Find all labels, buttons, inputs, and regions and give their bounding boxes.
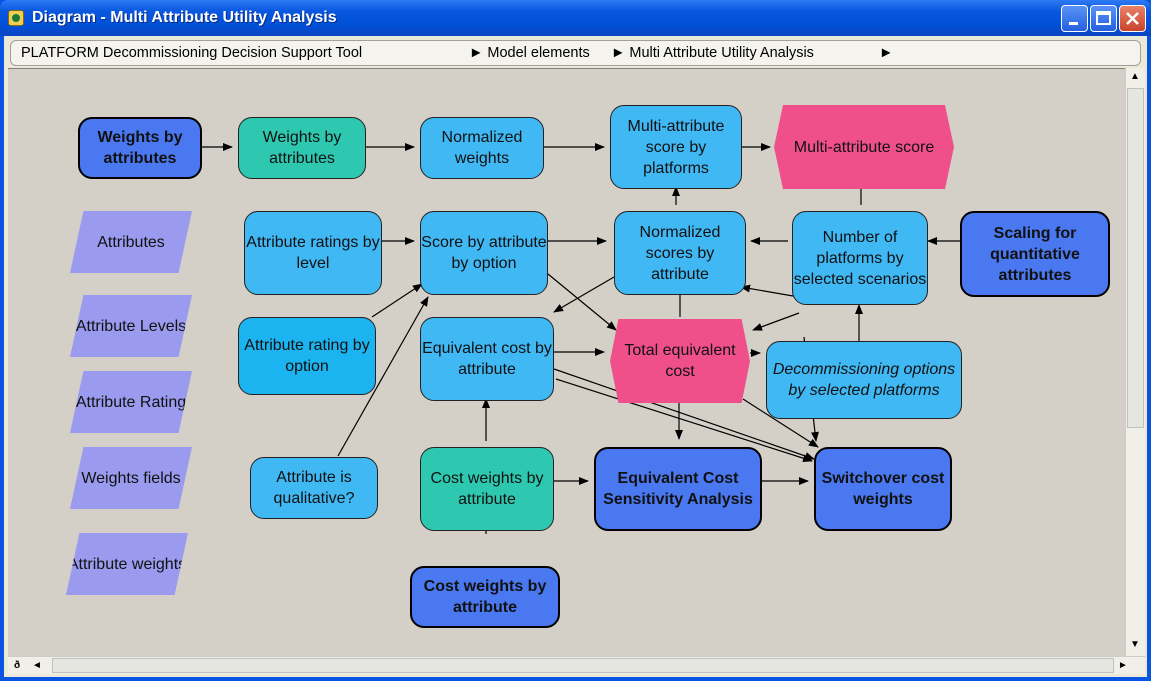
node-equivalent-cost-by-attribute[interactable]: Equivalent cost by attribute: [420, 317, 554, 401]
node-multi-attribute-score-by-platforms[interactable]: Multi-attribute score by platforms: [610, 105, 742, 189]
node-weights-fields[interactable]: Weights fields: [70, 447, 192, 509]
node-number-of-platforms[interactable]: Number of platforms by selected scenario…: [792, 211, 928, 305]
node-attribute-levels[interactable]: Attribute Levels: [70, 295, 192, 357]
node-cost-weights-by-attribute[interactable]: Cost weights by attribute: [420, 447, 554, 531]
title-bar[interactable]: Diagram - Multi Attribute Utility Analys…: [0, 0, 1151, 36]
window-title: Diagram - Multi Attribute Utility Analys…: [32, 9, 337, 26]
close-button[interactable]: [1119, 5, 1146, 32]
horizontal-scroll-thumb[interactable]: [52, 658, 1114, 673]
zoom-icon[interactable]: ð: [13, 660, 21, 671]
node-multi-attribute-score[interactable]: Multi-attribute score: [774, 105, 954, 189]
breadcrumb-item-tool[interactable]: PLATFORM Decommissioning Decision Suppor…: [21, 45, 363, 61]
scroll-up-icon[interactable]: ▲: [1130, 71, 1140, 82]
scroll-right-icon[interactable]: ►: [1118, 660, 1128, 671]
node-weights-by-attributes[interactable]: Weights by attributes: [238, 117, 366, 179]
node-switchover-cost-weights[interactable]: Switchover cost weights: [814, 447, 952, 531]
minimize-button[interactable]: [1061, 5, 1088, 32]
node-score-by-attribute-by-option[interactable]: Score by attribute by option: [420, 211, 548, 295]
diagram-canvas[interactable]: Weights by attributes Weights by attribu…: [8, 68, 1125, 657]
breadcrumb: PLATFORM Decommissioning Decision Suppor…: [10, 40, 1141, 66]
app-icon[interactable]: [8, 10, 24, 26]
vertical-scroll-thumb[interactable]: [1127, 88, 1144, 428]
scroll-left-icon[interactable]: ◄: [32, 660, 42, 671]
node-normalized-scores-by-attribute[interactable]: Normalized scores by attribute: [614, 211, 746, 295]
node-decommissioning-options[interactable]: Decommissioning options by selected plat…: [766, 341, 962, 419]
node-attribute-weights[interactable]: Attribute weights: [66, 533, 188, 595]
node-total-equivalent-cost[interactable]: Total equivalent cost: [610, 319, 750, 403]
vertical-scrollbar[interactable]: ▲ ▼: [1125, 68, 1145, 656]
node-attribute-ratings-by-level[interactable]: Attribute ratings by level: [244, 211, 382, 295]
node-cost-weights-input[interactable]: Cost weights by attribute: [410, 566, 560, 628]
node-attributes[interactable]: Attributes: [70, 211, 192, 273]
scroll-down-icon[interactable]: ▼: [1130, 639, 1140, 650]
maximize-button[interactable]: [1090, 5, 1117, 32]
node-attribute-is-qualitative[interactable]: Attribute is qualitative?: [250, 457, 378, 519]
node-scaling-for-quantitative[interactable]: Scaling for quantitative attributes: [960, 211, 1110, 297]
horizontal-scrollbar[interactable]: ð ◄ ►: [8, 656, 1145, 674]
breadcrumb-item-more[interactable]: ►: [879, 45, 894, 61]
node-attribute-rating[interactable]: Attribute Rating: [70, 371, 192, 433]
client-area: PLATFORM Decommissioning Decision Suppor…: [4, 36, 1147, 677]
node-weights-by-attributes-input[interactable]: Weights by attributes: [78, 117, 202, 179]
breadcrumb-item-model-elements[interactable]: ► Model elements: [469, 45, 590, 61]
breadcrumb-item-maua[interactable]: ► Multi Attribute Utility Analysis: [611, 45, 814, 61]
node-equivalent-cost-sensitivity[interactable]: Equivalent Cost Sensitivity Analysis: [594, 447, 762, 531]
node-attribute-rating-by-option[interactable]: Attribute rating by option: [238, 317, 376, 395]
node-normalized-weights[interactable]: Normalized weights: [420, 117, 544, 179]
